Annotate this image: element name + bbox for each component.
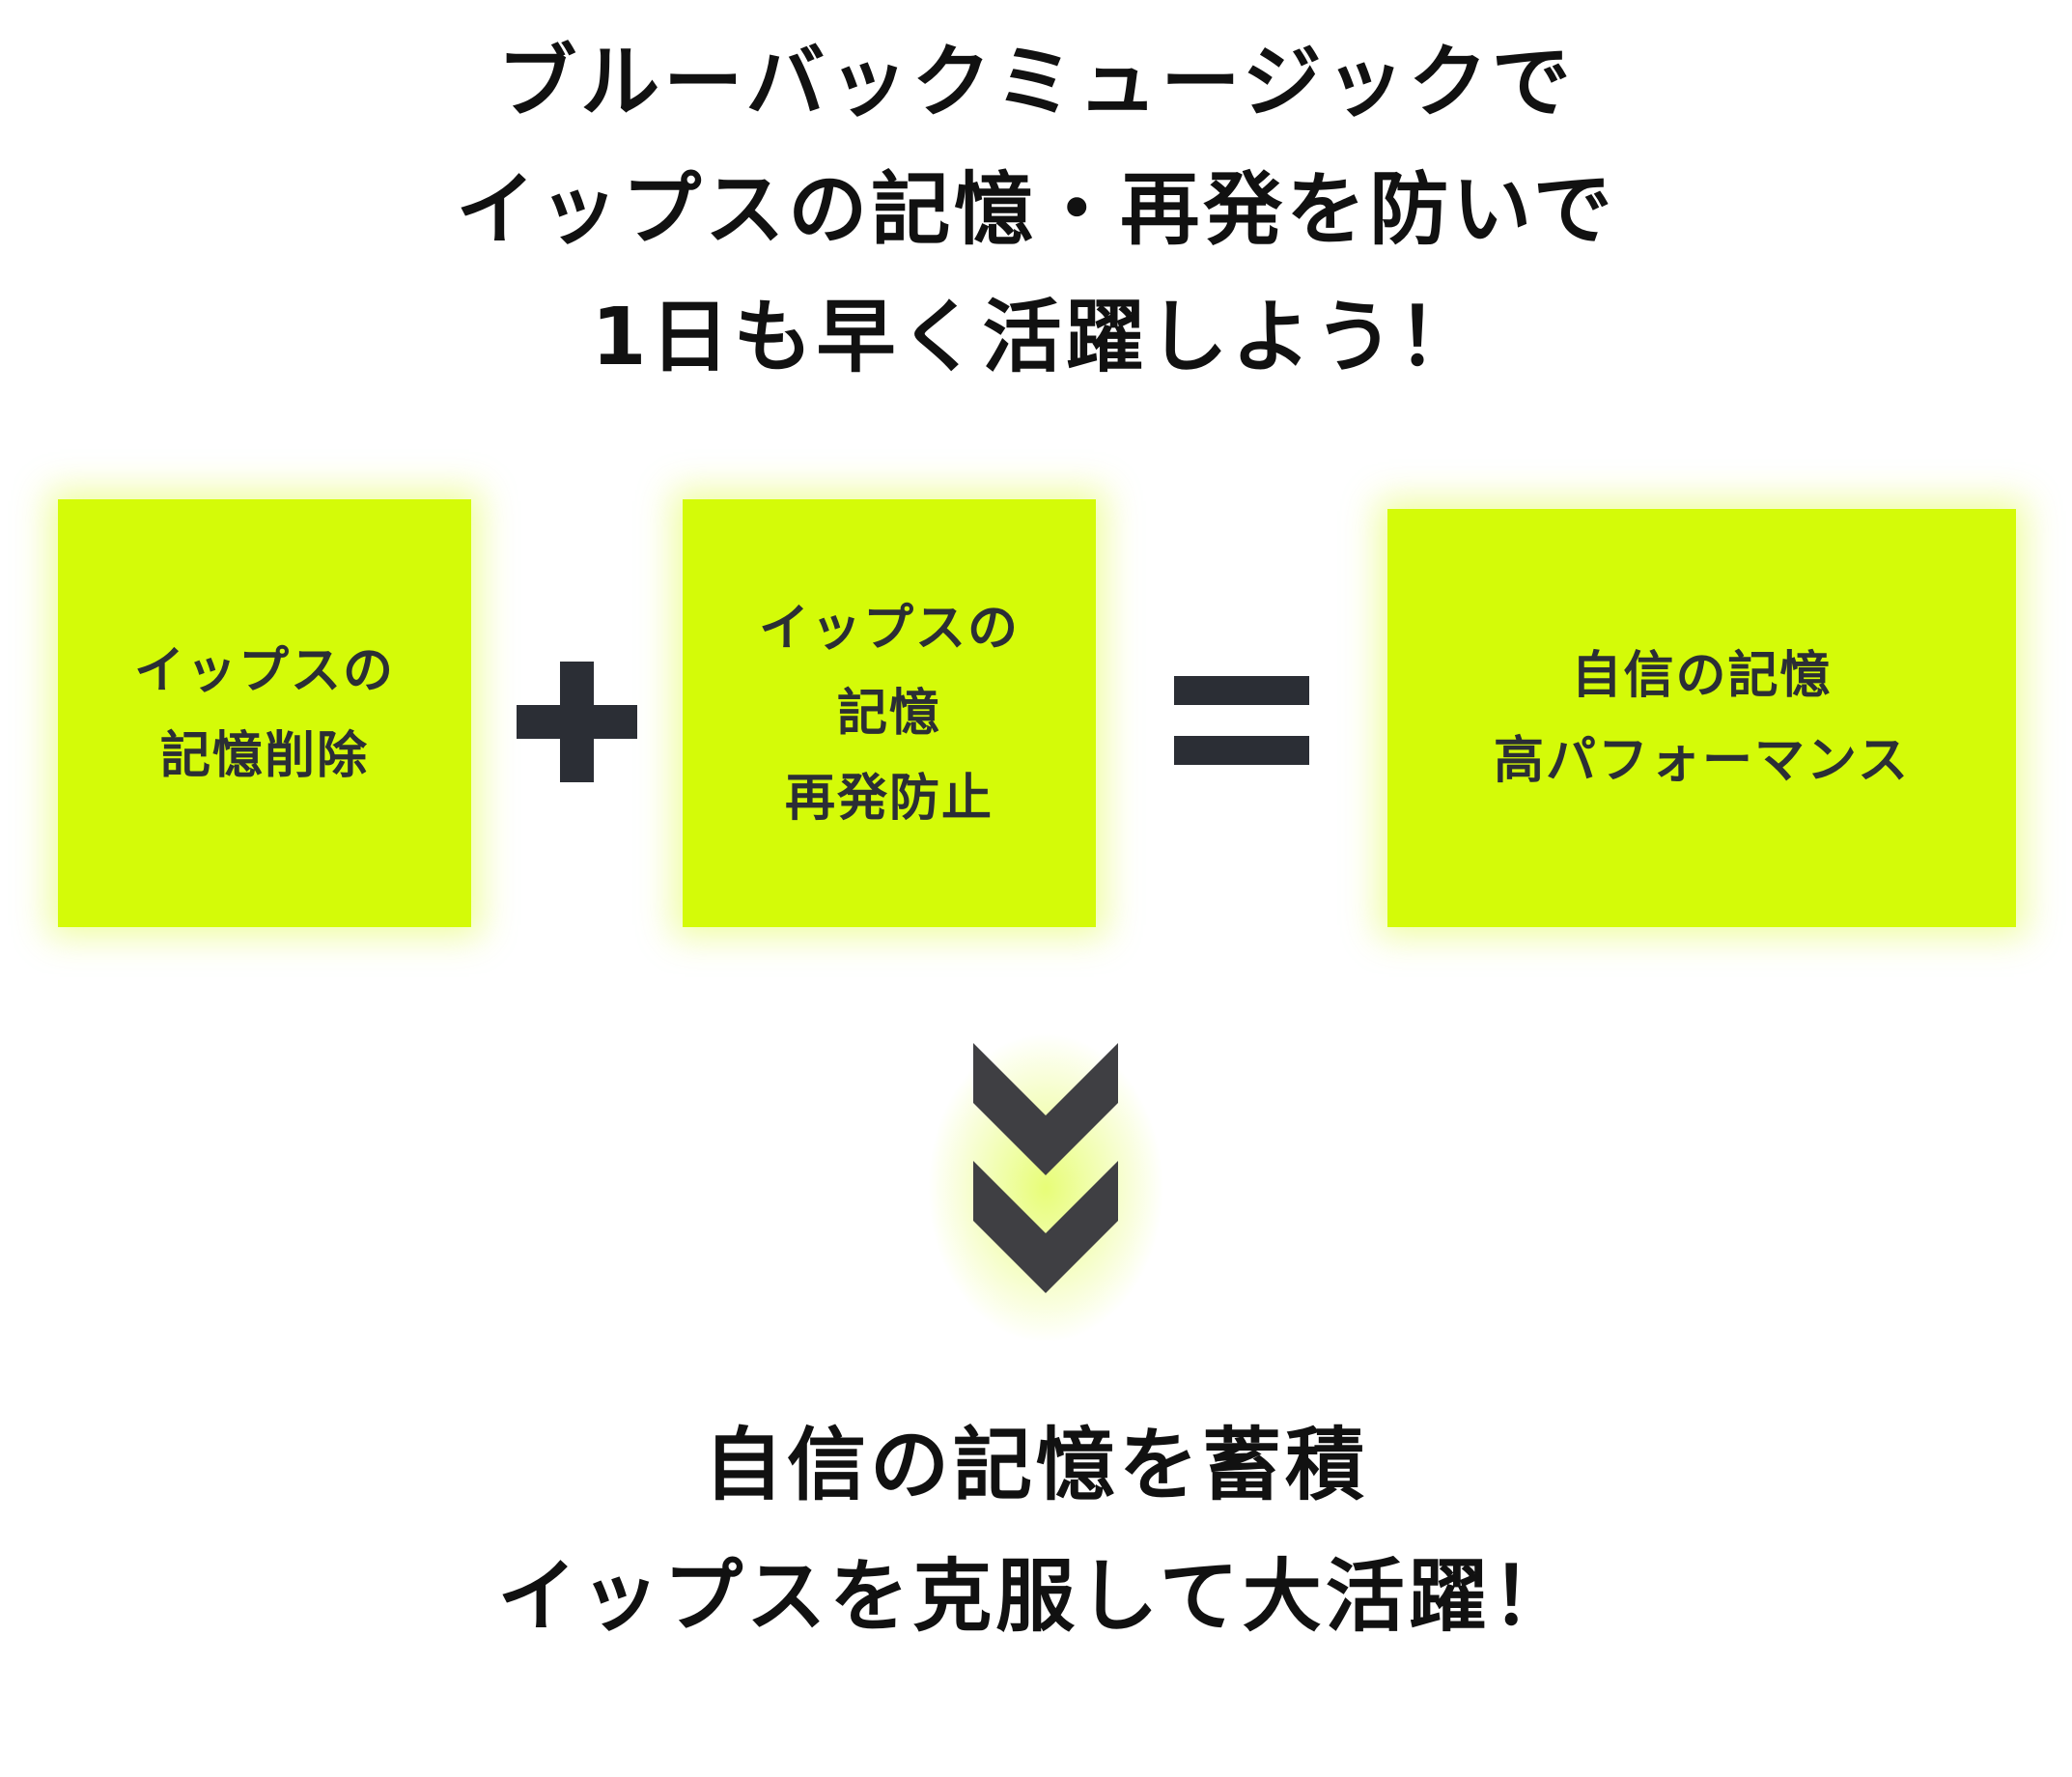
headline-line-2: イップスの記憶・再発を防いで	[456, 164, 1616, 256]
box-1-line-1: イップスの	[133, 641, 395, 700]
box-2-line-3: 再発防止	[784, 769, 994, 828]
yips-recurrence-prevention-box: イップスの 記憶 再発防止	[683, 499, 1096, 927]
conclusion: 自信の記憶を蓄積 イップスを克服して大活躍！	[0, 1400, 2072, 1663]
box-1-line-2: 記憶削除	[159, 726, 369, 785]
box-3-line-2: 高パフォーマンス	[1494, 731, 1910, 790]
double-chevron-down-icon	[925, 1024, 1166, 1342]
box-3-line-1: 自信の記憶	[1571, 646, 1833, 705]
headline-line-1: ブルーバックミュージックで	[497, 37, 1575, 128]
confidence-memory-box: 自信の記憶 高パフォーマンス	[1387, 509, 2016, 927]
box-2-line-2: 記憶	[836, 684, 941, 743]
conclusion-line-1: 自信の記憶を蓄積	[703, 1420, 1368, 1511]
box-2-line-1: イップスの	[758, 599, 1020, 658]
equals-icon	[1174, 676, 1309, 765]
conclusion-line-2: イップスを克服して大活躍！	[497, 1551, 1575, 1643]
headline: ブルーバックミュージックで イップスの記憶・再発を防いで 1日も早く活躍しよう！	[0, 19, 2072, 402]
yips-memory-deletion-box: イップスの 記憶削除	[58, 499, 471, 927]
headline-line-3: 1日も早く活躍しよう！	[591, 292, 1481, 383]
plus-icon	[517, 662, 637, 782]
